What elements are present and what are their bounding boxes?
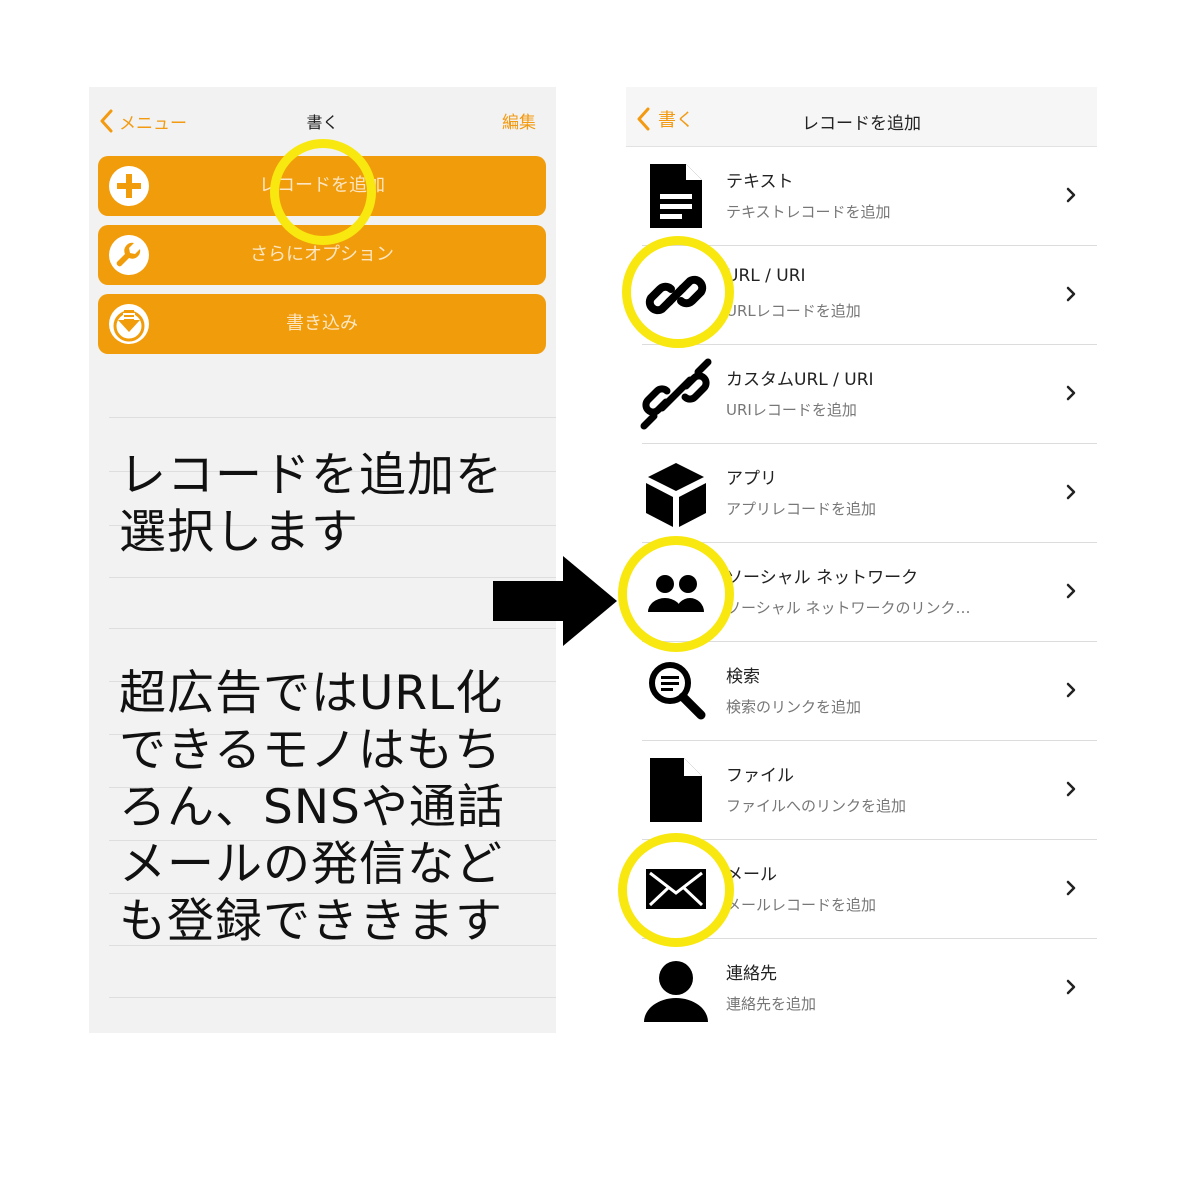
row-subtitle: URLレコードを追加 [726,302,861,320]
row-title: ソーシャル ネットワーク [726,568,919,588]
write-screen: メニュー 書く 編集 レコードを追加 さらにオプション 書き込み [89,87,556,1033]
divider [109,525,556,526]
row-divider [642,641,1097,642]
caption-line: ろん、SNSや通話 [119,780,505,835]
row-title: メール [726,865,777,885]
chevron-right-icon [1066,484,1076,500]
record-row-contact[interactable]: 連絡先 連絡先を追加 [626,939,1097,1038]
row-divider [642,443,1097,444]
chevron-right-icon [1066,682,1076,698]
caption-line: レコードを追加を [119,448,503,503]
more-options-button[interactable]: さらにオプション [98,225,546,285]
caption-select-add-record: レコードを追加を 選択します [119,447,539,561]
divider [109,893,556,894]
caption-line: できるモノはもち [119,723,503,778]
record-row-text[interactable]: テキスト テキストレコードを追加 [626,147,1097,246]
write-button[interactable]: 書き込み [98,294,546,354]
write-label: 書き込み [286,313,358,334]
write-title: 書く [306,113,339,132]
caption-line: 選択します [119,505,359,560]
file-icon [650,758,702,822]
menu-back-label: メニュー [119,113,187,134]
write-back-label: 書く [658,110,694,131]
row-title: URL / URI [726,266,806,286]
add-record-nav-bar: 書く レコードを追加 [626,87,1097,147]
row-title: 連絡先 [726,964,777,984]
caption-line: も登録でききます [119,894,503,949]
mail-icon [646,869,706,909]
row-subtitle: メールレコードを追加 [726,896,877,914]
divider [109,945,556,946]
wrench-icon [109,235,149,275]
link-icon [645,275,707,315]
add-record-screen: 書く レコードを追加 テキスト テキストレコードを追加 URL / URI UR… [626,87,1097,1037]
chevron-right-icon [1066,781,1076,797]
row-subtitle: ソーシャル ネットワークのリンク… [726,599,971,617]
chevron-right-icon [1066,979,1076,995]
document-text-icon [650,164,702,228]
chevron-right-icon [1066,385,1076,401]
arrow-right-icon [493,556,617,646]
divider [109,417,556,418]
record-row-mail[interactable]: メール メールレコードを追加 [626,840,1097,939]
row-divider [642,839,1097,840]
divider [109,840,556,841]
broken-link-icon [640,358,712,430]
chevron-right-icon [1066,880,1076,896]
row-subtitle: 検索のリンクを追加 [726,698,862,716]
row-divider [642,740,1097,741]
add-record-button[interactable]: レコードを追加 [98,156,546,216]
record-row-file[interactable]: ファイル ファイルへのリンクを追加 [626,741,1097,840]
row-title: 検索 [726,667,760,687]
menu-back-button[interactable]: メニュー [99,107,187,135]
write-nav-bar: メニュー 書く 編集 [89,87,556,151]
download-icon [109,304,149,344]
divider [109,471,556,472]
plus-circle-icon [109,166,149,206]
divider [109,734,556,735]
row-title: アプリ [726,469,777,489]
caption-line: メールの発信など [119,837,503,892]
row-divider [642,542,1097,543]
divider [109,681,556,682]
record-row-app[interactable]: アプリ アプリレコードを追加 [626,444,1097,543]
row-subtitle: ファイルへのリンクを追加 [726,797,907,815]
divider [109,628,556,629]
chevron-right-icon [1066,286,1076,302]
people-icon [648,575,704,612]
row-subtitle: アプリレコードを追加 [726,500,877,518]
record-row-custom-url[interactable]: カスタムURL / URI URIレコードを追加 [626,345,1097,444]
divider [109,997,556,998]
chevron-left-icon [100,109,113,133]
more-options-label: さらにオプション [250,244,394,265]
row-title: カスタムURL / URI [726,370,874,390]
chevron-left-icon [637,107,650,131]
row-divider [642,938,1097,939]
record-row-social-network[interactable]: ソーシャル ネットワーク ソーシャル ネットワークのリンク… [626,543,1097,642]
add-record-title: レコードを追加 [802,114,921,134]
caption-line: 超広告ではURL化 [119,666,504,721]
row-divider [642,245,1097,246]
add-record-label: レコードを追加 [259,175,385,196]
person-icon [644,961,708,1022]
row-subtitle: URIレコードを追加 [726,401,857,419]
divider [109,577,556,578]
write-back-button[interactable]: 書く [636,105,694,133]
divider [109,787,556,788]
row-title: ファイル [726,766,794,786]
row-subtitle: テキストレコードを追加 [726,203,891,221]
search-icon [649,662,706,720]
chevron-right-icon [1066,187,1076,203]
record-row-search[interactable]: 検索 検索のリンクを追加 [626,642,1097,741]
chevron-right-icon [1066,583,1076,599]
row-subtitle: 連絡先を追加 [726,995,817,1013]
edit-button[interactable]: 編集 [502,113,536,133]
record-row-url[interactable]: URL / URI URLレコードを追加 [626,246,1097,345]
row-title: テキスト [726,172,794,192]
cube-icon [646,463,706,527]
caption-description: 超広告ではURL化 できるモノはもち ろん、SNSや通話 メールの発信など も登… [119,665,539,950]
row-divider [642,344,1097,345]
